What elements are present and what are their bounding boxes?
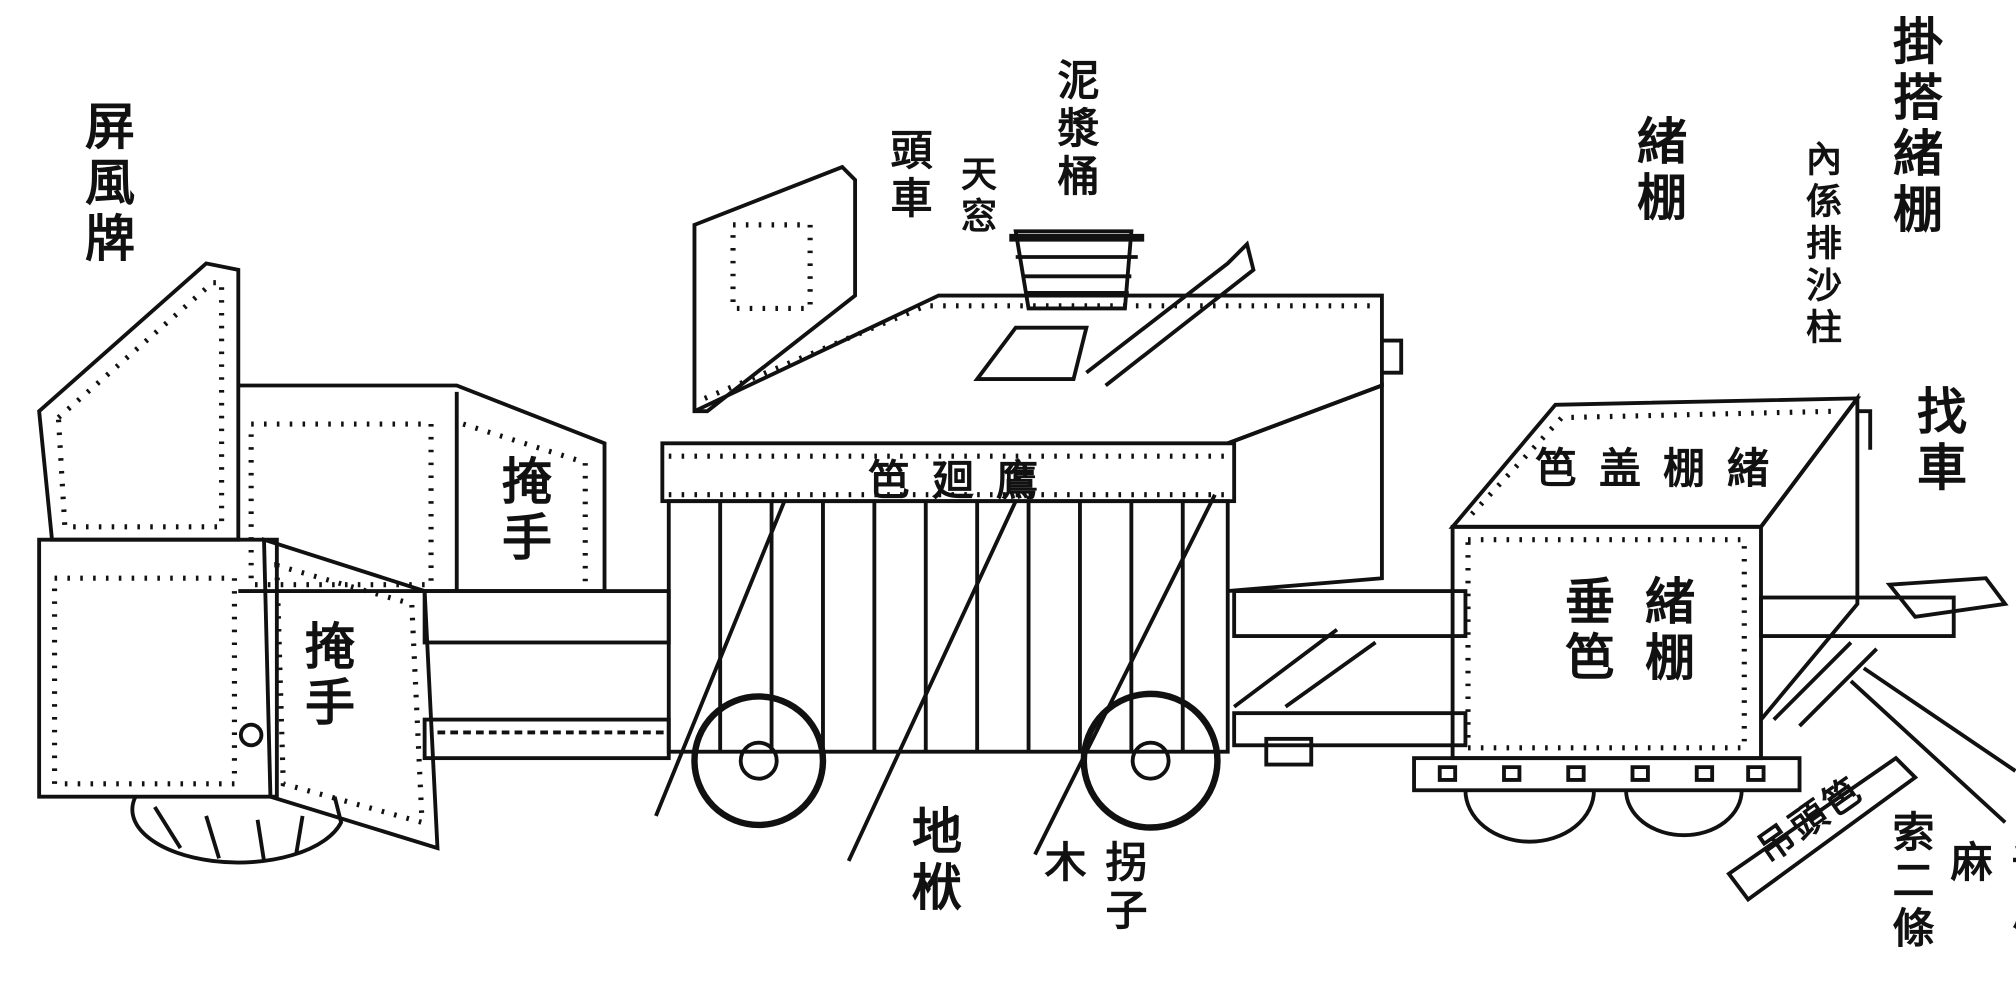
label-crutch-wood: 拐子木 xyxy=(1038,840,1148,936)
label-hemp-rope-b: 索二條 xyxy=(1886,810,1935,954)
label-screen-shield: 屏風牌 xyxy=(77,100,136,268)
label-hemp-rope-a: 千斤麻 xyxy=(1944,840,2016,936)
label-shed-cover-fence: 笆盖棚緒 xyxy=(1535,444,1792,493)
label-find-cart: 找車 xyxy=(1909,385,1968,497)
label-sky-window: 天窓 xyxy=(955,155,997,239)
label-hand-cover-lower: 掩手 xyxy=(297,620,356,732)
label-mud-bucket: 泥漿桶 xyxy=(1051,58,1100,202)
label-shed-side: 緒棚 xyxy=(1637,575,1696,687)
label-hand-cover-upper: 掩手 xyxy=(494,455,553,567)
shed-cart xyxy=(1412,392,2016,903)
label-eagle-fence: 笆廻鷹 xyxy=(868,456,1061,505)
label-head-cart: 頭車 xyxy=(884,128,933,224)
label-hanging-fence: 垂笆 xyxy=(1557,575,1616,687)
eagle-fence-cart xyxy=(654,164,1468,862)
screen-shield-cart xyxy=(37,261,671,865)
label-ground-beam: 地栿 xyxy=(904,805,963,917)
label-shed: 緒棚 xyxy=(1629,115,1688,227)
label-sand-pillars: 內係排沙柱 xyxy=(1800,140,1842,350)
label-hanging-shed: 掛搭緒棚 xyxy=(1885,15,1944,239)
